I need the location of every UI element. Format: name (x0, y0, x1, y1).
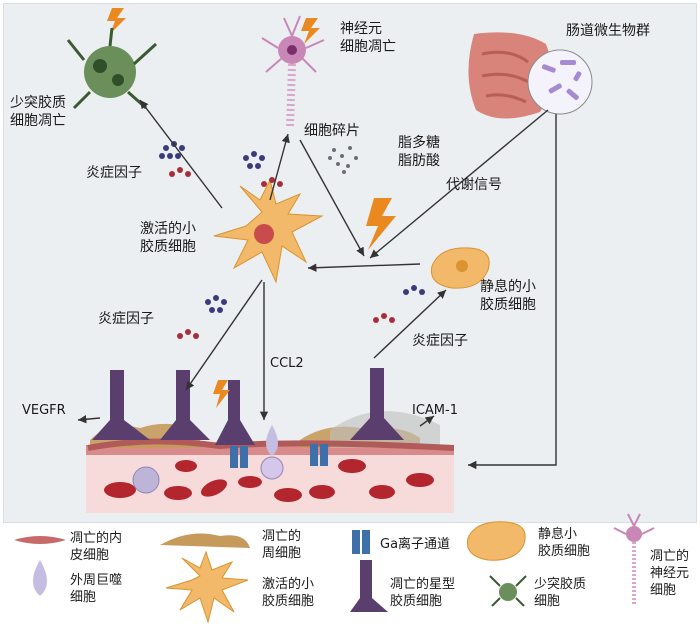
label-icam1: ICAM-1 (412, 403, 458, 418)
arrow (185, 279, 263, 391)
arrow (299, 139, 365, 257)
ion-channel-icon (352, 530, 370, 554)
activated-microglia-cell (213, 178, 324, 284)
activated-microglia-icon (165, 550, 249, 624)
resting-microglia-cell (430, 247, 490, 289)
bolt-icon (107, 8, 126, 34)
resting-microglia-icon (466, 521, 526, 561)
microbiota-circle (527, 49, 593, 115)
ion-channels (230, 444, 328, 468)
legend-label-activated-microglia: 激活的小 胶质细胞 (262, 577, 315, 609)
legend-label-resting-microglia: 静息小 胶质细胞 (538, 527, 591, 559)
legend-label-oligodendrocyte: 少突胶质 细胞 (534, 577, 587, 609)
legend-label-ion-channel: Ga离子通道 (380, 537, 451, 552)
arrow (373, 289, 447, 359)
astrocyte (160, 370, 210, 440)
label-activated-microglia: 激活的小 胶质细胞 (140, 221, 196, 255)
arrow (269, 133, 290, 201)
bolt-icon (301, 18, 320, 44)
legend-label-macrophage: 外周巨噬 细胞 (70, 573, 123, 605)
legend-label-neuron: 凋亡的 神经元 细胞 (650, 549, 690, 598)
astrocytes (92, 368, 404, 445)
macrophage-in-vessel (132, 466, 160, 494)
label-inflammatory-mid-left: 炎症因子 (98, 311, 154, 327)
legend-label-pericyte: 凋亡的 周细胞 (262, 529, 302, 561)
ion-channel (320, 444, 328, 466)
macrophage-in-vessel (260, 456, 284, 480)
arrow (77, 415, 101, 424)
label-inflammatory-mid-right: 炎症因子 (412, 333, 468, 349)
astrocyte (92, 370, 150, 440)
pericyte-icon (160, 533, 250, 548)
label-neuron-apoptosis: 神经元 细胞凋亡 (340, 21, 396, 55)
arrow (468, 114, 557, 470)
red-blood-cell (238, 476, 262, 488)
red-blood-cell (369, 485, 395, 499)
red-blood-cell (274, 488, 302, 502)
lightning-bolts (107, 8, 396, 408)
bolt-icon (213, 380, 230, 408)
astrocyte (350, 368, 404, 440)
arrow (307, 263, 421, 272)
ion-channel (230, 446, 238, 468)
label-lps-fa: 脂多糖 脂肪酸 (398, 135, 440, 169)
cytokine-dots (159, 141, 425, 339)
arrow (139, 99, 223, 209)
macrophage-icon (33, 560, 47, 596)
astrocyte (215, 380, 255, 445)
arrow (369, 109, 549, 259)
arrow (419, 415, 435, 427)
label-resting-microglia: 静息的小 胶质细胞 (480, 279, 536, 313)
label-metabolic-signal: 代谢信号 (446, 177, 502, 193)
red-blood-cell (200, 479, 228, 497)
label-vegfr: VEGFR (22, 403, 66, 418)
astrocyte-icon (350, 560, 388, 612)
red-blood-cell (175, 460, 197, 472)
legend-icons (14, 513, 655, 624)
ion-channel (310, 444, 318, 466)
oligodendrocyte-apoptotic (66, 27, 158, 110)
arrows (77, 99, 557, 470)
blood-vessel (86, 445, 454, 513)
red-blood-cells (104, 459, 434, 502)
legend-label-endothelial: 凋亡的内 皮细胞 (70, 531, 123, 563)
label-oligo-apoptosis: 少突胶质 细胞凋亡 (10, 95, 66, 129)
red-blood-cell (338, 459, 366, 473)
label-inflammatory-top: 炎症因子 (86, 165, 142, 181)
macrophage-droplet (266, 425, 278, 456)
red-blood-cell (309, 485, 335, 499)
oligodendrocyte-icon (489, 575, 527, 607)
label-gut-microbiota: 肠道微生物群 (566, 23, 650, 39)
red-blood-cell (406, 473, 434, 487)
neuron-icon (613, 513, 655, 604)
label-ccl2: CCL2 (270, 356, 304, 371)
red-blood-cell (104, 482, 136, 498)
legend-label-astrocyte: 凋亡的星型 胶质细胞 (390, 577, 456, 609)
bolt-icon (366, 198, 396, 250)
endothelial-cell-icon (14, 536, 66, 544)
red-blood-cell (164, 486, 192, 500)
ion-channel (240, 446, 248, 468)
neuron-apoptotic (261, 15, 325, 129)
label-cell-debris: 细胞碎片 (304, 123, 360, 139)
